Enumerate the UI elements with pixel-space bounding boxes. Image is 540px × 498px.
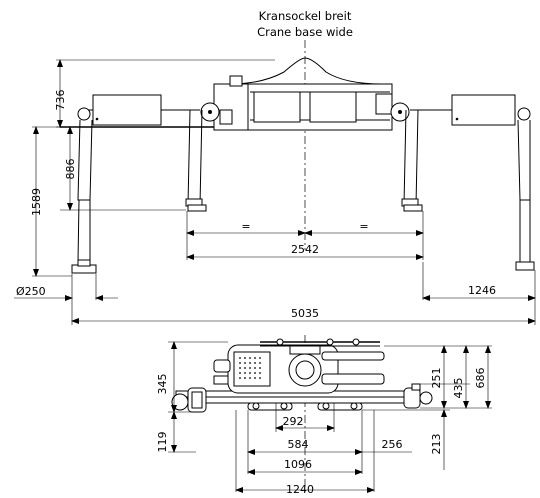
dim-foot-diameter: Ø250 [16, 285, 46, 298]
cylinder-lower [321, 373, 385, 385]
dim-213: 213 [430, 434, 443, 455]
cylinder-upper [321, 351, 385, 361]
dim-584: 584 [288, 438, 309, 451]
title-english: Crane base wide [257, 25, 353, 39]
far-left-leg [77, 119, 93, 201]
inner-right-leg [403, 109, 419, 206]
dim-1240: 1240 [286, 483, 314, 493]
dim-1589: 1589 [30, 188, 43, 216]
dim-886: 886 [64, 159, 77, 180]
left-outrigger-wheel-icon [171, 393, 189, 411]
right-outrigger-box [451, 94, 516, 126]
inner-left-leg [187, 109, 203, 206]
top-view: 345 119 292 584 256 1096 1240 251 435 68… [156, 335, 492, 496]
dim-345: 345 [156, 374, 169, 395]
far-left-leg-pivot-icon [77, 107, 91, 121]
dim-equal-left: = [241, 220, 250, 233]
dim-1096: 1096 [284, 458, 312, 471]
dim-2542: 2542 [291, 243, 319, 256]
dim-119: 119 [156, 432, 169, 453]
dim-736: 736 [54, 90, 67, 111]
dim-435: 435 [452, 378, 465, 399]
inner-right-foot [403, 204, 423, 212]
far-right-leg-pivot-icon [517, 107, 531, 121]
dim-5035: 5035 [291, 307, 319, 320]
right-end-pad [403, 387, 421, 409]
right-outrigger-wheel-icon [419, 391, 433, 405]
dim-256: 256 [382, 438, 403, 451]
dim-1246: 1246 [468, 284, 496, 297]
title-german: Kransockel breit [259, 9, 352, 23]
dim-251: 251 [430, 368, 443, 389]
tower-cone [229, 57, 383, 85]
dim-equal-right: = [359, 220, 368, 233]
left-outrigger-box [92, 94, 162, 126]
dim-686: 686 [474, 368, 487, 389]
front-view: 736 886 1589 = = 2542 Ø250 1246 5035 [14, 40, 536, 325]
inner-left-foot [187, 204, 207, 212]
far-right-foot [515, 261, 535, 271]
dim-292: 292 [283, 415, 304, 428]
far-right-leg [517, 119, 531, 201]
vent-grid-icon [239, 357, 261, 379]
